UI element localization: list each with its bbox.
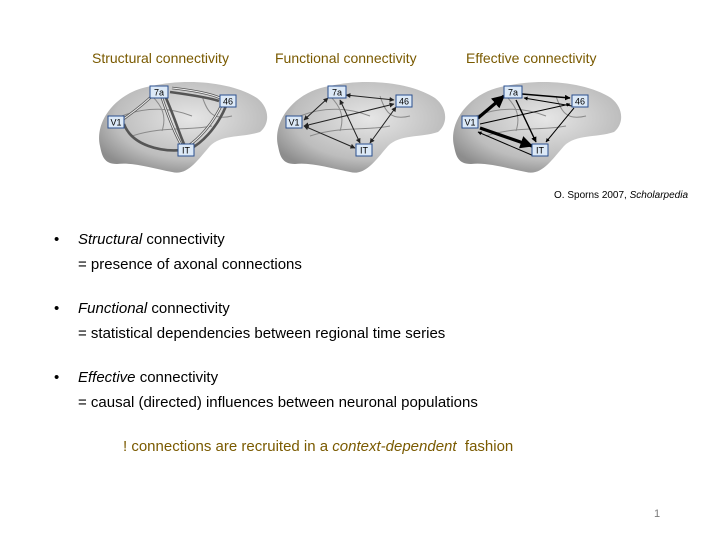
effective-header: Effective connectivity: [466, 50, 596, 66]
label-7a: 7a: [504, 86, 522, 98]
label-46: 46: [396, 95, 412, 107]
bullet-term: Structural: [78, 231, 142, 248]
bullet-rest: connectivity: [136, 369, 219, 386]
bullet-rest: connectivity: [142, 231, 225, 248]
bullet-dot: •: [54, 368, 59, 388]
bullet-definition: = presence of axonal connections: [78, 255, 302, 275]
label-v1: V1: [462, 116, 478, 128]
page-number: 1: [654, 508, 660, 520]
functional-brain-figure: 7a 46 V1 IT: [270, 76, 448, 184]
svg-text:IT: IT: [360, 146, 369, 156]
label-it: IT: [356, 144, 372, 156]
svg-text:IT: IT: [182, 146, 191, 156]
svg-text:46: 46: [575, 97, 585, 107]
context-note: ! connections are recruited in a context…: [123, 438, 513, 455]
svg-text:V1: V1: [110, 118, 121, 128]
note-suffix: fashion: [457, 438, 514, 455]
structural-brain-figure: 7a 46 V1 IT: [92, 76, 270, 184]
svg-text:V1: V1: [288, 118, 299, 128]
label-46: 46: [220, 95, 236, 107]
label-v1: V1: [286, 116, 302, 128]
svg-text:IT: IT: [536, 146, 545, 156]
citation: O. Sporns 2007, Scholarpedia: [554, 190, 688, 201]
label-7a: 7a: [150, 86, 168, 98]
effective-brain-figure: 7a 46 V1 IT: [446, 76, 624, 184]
note-prefix: ! connections are recruited in a: [123, 438, 332, 455]
bullet-dot: •: [54, 230, 59, 250]
bullet-definition: = causal (directed) influences between n…: [78, 393, 478, 413]
svg-text:46: 46: [399, 97, 409, 107]
note-emphasis: context-dependent: [332, 438, 456, 455]
svg-text:7a: 7a: [154, 88, 164, 98]
bullet-term: Functional: [78, 300, 147, 317]
label-46: 46: [572, 95, 588, 107]
label-7a: 7a: [328, 86, 346, 98]
svg-text:46: 46: [223, 97, 233, 107]
bullet-term: Effective: [78, 369, 136, 386]
bullet-definition: = statistical dependencies between regio…: [78, 324, 445, 344]
svg-text:V1: V1: [464, 118, 475, 128]
bullet-rest: connectivity: [147, 300, 230, 317]
bullet-dot: •: [54, 299, 59, 319]
citation-journal: Scholarpedia: [630, 190, 688, 201]
label-it: IT: [532, 144, 548, 156]
functional-header: Functional connectivity: [275, 50, 417, 66]
svg-text:7a: 7a: [508, 88, 518, 98]
label-v1: V1: [108, 116, 124, 128]
citation-authors: O. Sporns 2007,: [554, 190, 630, 201]
label-it: IT: [178, 144, 194, 156]
svg-text:7a: 7a: [332, 88, 342, 98]
structural-header: Structural connectivity: [92, 50, 229, 66]
